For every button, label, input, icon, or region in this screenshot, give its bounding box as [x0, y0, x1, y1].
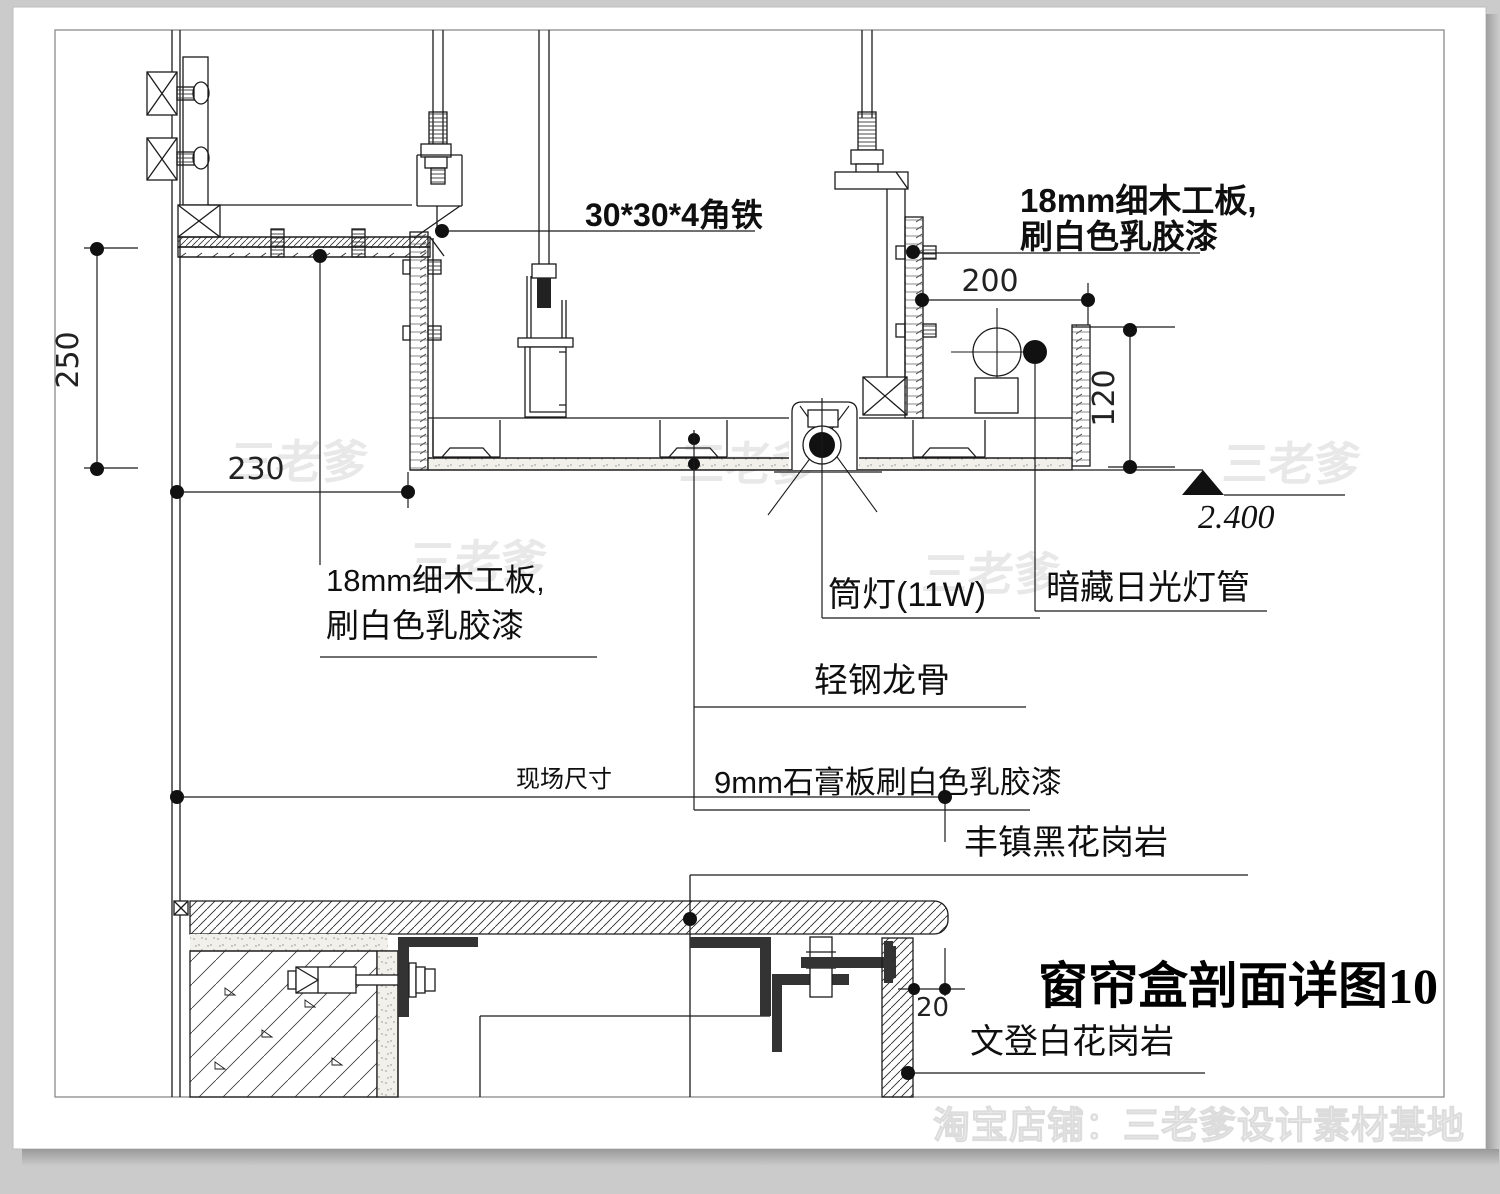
wall-anchor-blocks [146, 56, 412, 238]
dim-250 [84, 242, 138, 476]
dim-200 [915, 283, 1095, 325]
level-value: 2.400 [1198, 499, 1275, 536]
hanger-rod-left [413, 30, 463, 239]
label-site-dimension: 现场尺寸 [516, 766, 612, 793]
dim-site [170, 790, 952, 842]
drawing-title: 窗帘盒剖面详图10 [1038, 958, 1438, 1014]
hanger-rod-right [834, 30, 909, 416]
leader-keel-gypsum [688, 430, 1030, 811]
label-concealed-lamp: 暗藏日光灯管 [1046, 569, 1250, 607]
top-wood-board [177, 228, 445, 258]
dim-20-label: 20 [916, 993, 949, 1023]
paper-shadow-right [1486, 14, 1499, 1154]
paper-shadow-bottom [22, 1149, 1499, 1166]
dim-120 [1072, 323, 1175, 474]
dim-250-label: 250 [51, 331, 86, 388]
dim-120-label: 120 [1087, 369, 1122, 426]
leader-board-left [313, 249, 597, 658]
label-board-left-2: 刷白色乳胶漆 [326, 607, 524, 644]
watermarks: 三老爹 三老爹 三老爹 三老爹 三老爹 [228, 436, 1363, 600]
dimensions [84, 242, 1175, 996]
shop-watermark: 淘宝店铺：三老爹设计素材基地 [933, 1105, 1465, 1146]
leader-board-right [906, 245, 1200, 259]
dim-230 [170, 472, 415, 508]
annotations: 250 230 200 120 20 30*30*4角铁 18mm细木工板, 刷… [51, 182, 1438, 1061]
leader-downlight [821, 398, 1040, 619]
dim-200-label: 200 [961, 264, 1018, 299]
leader-lines [313, 224, 1267, 1080]
label-board-left-1: 18mm细木工板, [326, 563, 545, 598]
label-downlight: 筒灯(11W) [828, 576, 986, 614]
watermark-text: 三老爹 [920, 548, 1062, 600]
sill-section [173, 875, 949, 1098]
leader-black-granite [683, 874, 1248, 926]
watermark-text: 三老爹 [228, 436, 370, 488]
downlight-fixture [767, 401, 882, 516]
watermark-text: 三老爹 [1221, 438, 1363, 490]
label-black-granite: 丰镇黑花岗岩 [964, 824, 1168, 862]
label-board-right-1: 18mm细木工板, [1020, 182, 1257, 219]
watermark-text: 三老爹 [407, 536, 549, 588]
label-white-granite: 文登白花岗岩 [970, 1023, 1174, 1061]
dim-230-label: 230 [227, 452, 284, 487]
label-steel-keel: 轻钢龙骨 [814, 662, 950, 700]
label-board-right-2: 刷白色乳胶漆 [1020, 218, 1218, 255]
dim-20 [898, 948, 965, 996]
section-linework [146, 30, 1345, 1098]
leader-angle-iron [435, 224, 755, 238]
label-angle-iron: 30*30*4角铁 [585, 197, 763, 233]
level-mark [1182, 470, 1345, 496]
leader-white-granite [901, 1066, 1205, 1080]
fluorescent-lamp [951, 308, 1043, 414]
leader-concealed-lamp [1023, 340, 1267, 612]
drawing-border-frame [54, 29, 1445, 1098]
label-gypsum-board: 9mm石膏板刷白色乳胶漆 [714, 765, 1062, 800]
hanger-rod-middle [517, 30, 574, 418]
